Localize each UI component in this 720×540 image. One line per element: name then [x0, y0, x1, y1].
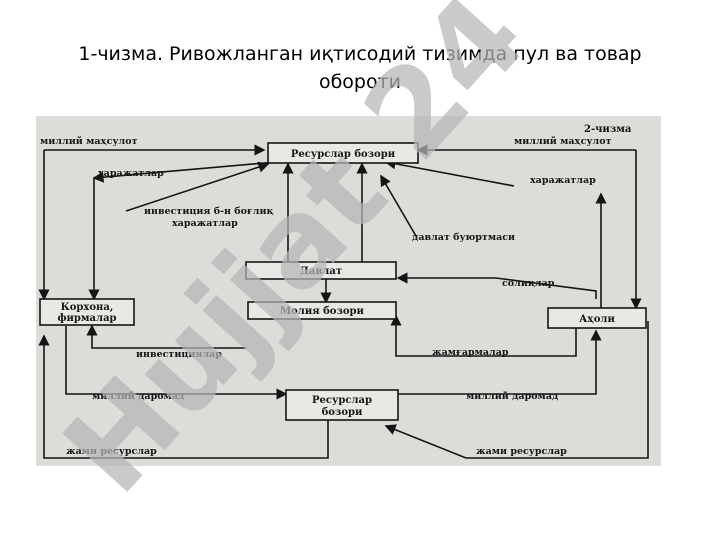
- box-state-label: Давлат: [300, 266, 342, 277]
- arrow-state-order: [380, 174, 417, 237]
- label-investment-line1: инвестиция б-н боғлиқ: [144, 206, 274, 217]
- box-firms-label-2: фирмалар: [57, 313, 116, 324]
- label-national-income-left: миллий даромад: [92, 391, 184, 402]
- arrow-national-income-right: [396, 329, 602, 395]
- box-resource-market-top-label: Ресурслар бозори: [291, 149, 396, 160]
- label-total-resources-right: жами ресурслар: [476, 446, 567, 457]
- slide-title: 1-чизма. Ривожланган иқтисодий тизимда п…: [60, 40, 660, 96]
- box-finance-market-label: Молия бозори: [280, 306, 364, 317]
- box-firms-label-1: Корхона,: [61, 302, 114, 313]
- label-expenses-right: харажатлар: [530, 175, 596, 186]
- arrow-investment: [125, 161, 270, 212]
- figure-label: 2-чизма: [584, 124, 632, 135]
- label-national-income-right: миллий даромад: [466, 391, 558, 402]
- label-savings: жамғармалар: [432, 347, 509, 358]
- slide-title-line1: 1-чизма. Ривожланган иқтисодий тизимда п…: [78, 43, 642, 65]
- box-resource-market-top: [267, 142, 419, 164]
- arrow-total-resources-left: [38, 334, 329, 459]
- label-national-product-left: миллий маҳсулот: [40, 136, 138, 147]
- box-population: [547, 307, 647, 329]
- box-finance-market: [247, 301, 397, 320]
- arrow-total-resources-right: [384, 321, 649, 459]
- label-investment-line2: харажатлар: [172, 218, 238, 229]
- arrow-expenses-left: [92, 161, 277, 183]
- box-firms: [39, 298, 135, 326]
- label-investments: инвестициялар: [136, 349, 222, 360]
- arrow-investments: [86, 324, 246, 349]
- arrow-savings: [390, 314, 577, 357]
- arrow-expenses-right: [384, 158, 515, 187]
- box-resource-market-bottom-label-1: Ресурслар: [312, 395, 372, 406]
- label-expenses-left: харажатлар: [98, 168, 164, 179]
- box-population-label: Аҳоли: [579, 314, 615, 325]
- diagram-scan: Ресурслар бозори Давлат Молия бозори Кор…: [36, 116, 661, 466]
- box-state: [245, 261, 397, 280]
- label-state-order: давлат буюртмаси: [412, 232, 515, 243]
- arrow-taxes: [396, 272, 597, 299]
- label-taxes: солиқлар: [502, 278, 555, 289]
- label-national-product-right: миллий маҳсулот: [514, 136, 612, 147]
- box-resource-market-bottom: [285, 389, 399, 421]
- box-resource-market-bottom-label-2: бозори: [322, 407, 363, 418]
- label-total-resources-left: жами ресурслар: [66, 446, 157, 457]
- slide-title-line2: обороти: [318, 71, 402, 93]
- flow-diagram: Ресурслар бозори Давлат Молия бозори Кор…: [38, 124, 649, 459]
- arrow-national-income-left: [65, 326, 288, 400]
